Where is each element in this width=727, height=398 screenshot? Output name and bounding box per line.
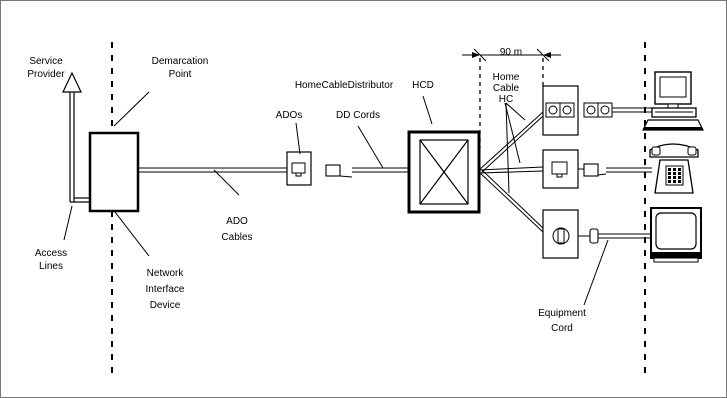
computer-icon: [642, 71, 704, 131]
network-interface-device-label-2: Interface: [146, 284, 185, 295]
network-interface-device-label: Network: [147, 268, 185, 279]
ados-label: ADOs: [276, 110, 303, 121]
network-interface-device-label-3: Device: [150, 300, 181, 311]
leader-lines: [63, 91, 609, 306]
dd-cord-plug: [325, 164, 410, 178]
telephone-icon: [649, 143, 699, 194]
service-provider-label: Service: [29, 56, 63, 67]
demarcation-point-label-2: Point: [169, 69, 192, 80]
television-icon: [650, 207, 702, 263]
equipment-cord-label: Equipment: [538, 308, 586, 319]
access-lines-label: Access: [35, 248, 67, 259]
home-cables: [478, 111, 544, 233]
distance-label: 90 m: [500, 47, 522, 58]
double-outlet: [542, 85, 652, 136]
home-cable-label: Home: [493, 72, 520, 83]
network-interface-device-box: [88, 131, 140, 213]
hcd-distributor-box: [407, 130, 481, 214]
single-outlet: [542, 149, 652, 189]
distance-dimension: [462, 48, 561, 62]
service-provider-arrow: [62, 71, 90, 203]
home-cable-label-2: Cable: [493, 83, 520, 94]
home-cable-label-3: HC: [499, 94, 513, 105]
ado-cables-label: ADO: [226, 216, 248, 227]
dd-cords-label: DD Cords: [336, 110, 380, 121]
access-lines-label-2: Lines: [39, 261, 63, 272]
ado-cables-label-2: Cables: [221, 232, 252, 243]
equipment-cord-label-2: Cord: [551, 323, 573, 334]
demarcation-point-label: Demarcation: [152, 56, 209, 67]
home-cable-distributor-label: HomeCableDistributor: [295, 80, 394, 91]
coax-outlet: [542, 209, 652, 259]
ado-outlet: [286, 151, 312, 186]
service-provider-label-2: Provider: [27, 69, 65, 80]
hcd-label: HCD: [412, 80, 434, 91]
